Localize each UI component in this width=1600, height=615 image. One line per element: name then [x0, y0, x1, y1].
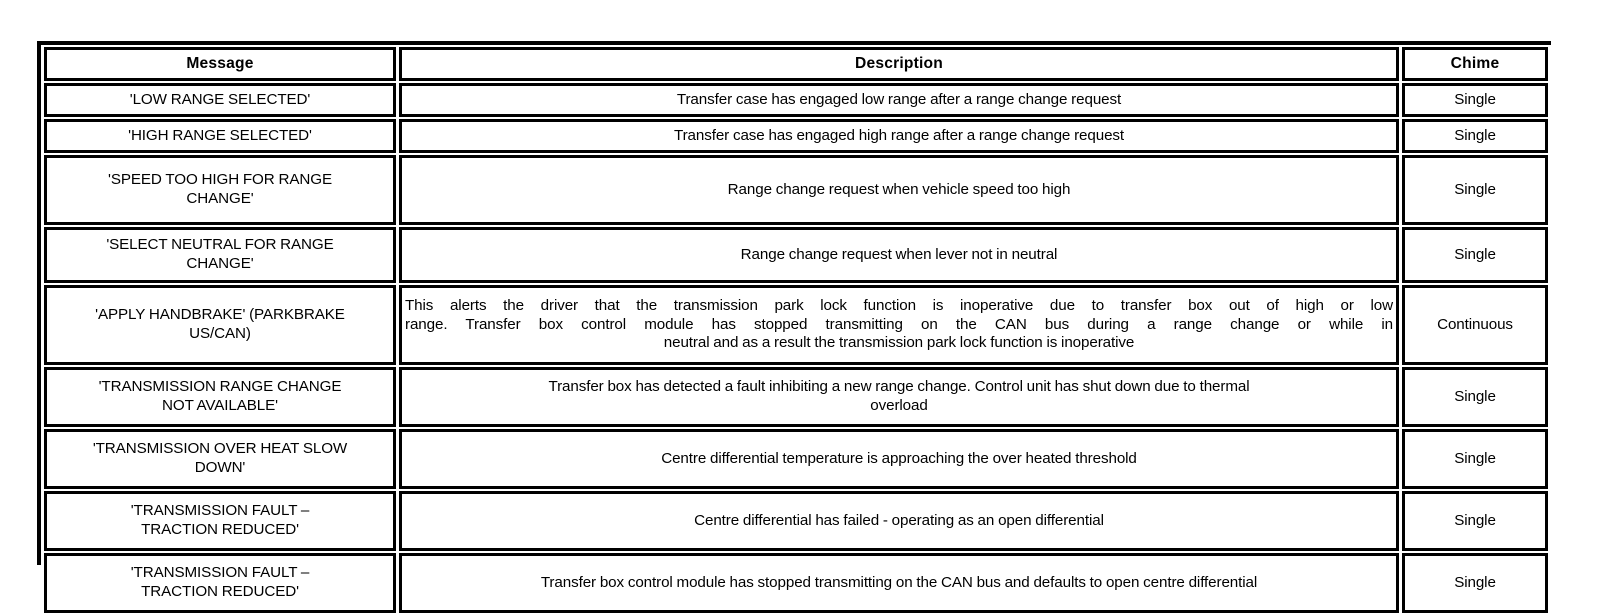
- cell-description: Transfer case has engaged low range afte…: [399, 83, 1399, 117]
- table-row: 'TRANSMISSION FAULT – TRACTION REDUCED' …: [44, 491, 1548, 551]
- cell-chime: Single: [1402, 367, 1548, 427]
- message-line: 'HIGH RANGE SELECTED': [128, 126, 312, 144]
- message-line: DOWN': [194, 459, 246, 476]
- table-row: 'APPLY HANDBRAKE' (PARKBRAKE US/CAN) Thi…: [44, 285, 1548, 365]
- message-line: 'LOW RANGE SELECTED': [129, 90, 311, 108]
- cell-description: Range change request when lever not in n…: [399, 227, 1399, 283]
- message-line: 'APPLY HANDBRAKE' (PARKBRAKE: [95, 306, 345, 324]
- cell-message: 'SPEED TOO HIGH FOR RANGE CHANGE': [44, 155, 396, 225]
- message-chime-table-frame: Message Description Chime 'LOW RANGE SEL…: [37, 41, 1551, 615]
- cell-description: Range change request when vehicle speed …: [399, 155, 1399, 225]
- cell-chime: Single: [1402, 553, 1548, 613]
- description-line: overload: [870, 397, 928, 414]
- table-row: 'HIGH RANGE SELECTED' Transfer case has …: [44, 119, 1548, 153]
- message-line: CHANGE': [186, 190, 254, 207]
- table-row: 'LOW RANGE SELECTED' Transfer case has e…: [44, 83, 1548, 117]
- cell-message: 'TRANSMISSION OVER HEAT SLOW DOWN': [44, 429, 396, 489]
- cell-message: 'SELECT NEUTRAL FOR RANGE CHANGE': [44, 227, 396, 283]
- cell-chime: Single: [1402, 429, 1548, 489]
- message-line: NOT AVAILABLE': [161, 397, 278, 414]
- description-line: This alerts the driver that the transmis…: [405, 297, 1393, 315]
- message-line: TRACTION REDUCED': [141, 521, 299, 538]
- table-header-row: Message Description Chime: [44, 47, 1548, 81]
- message-line: 'TRANSMISSION FAULT –: [130, 502, 310, 520]
- cell-description: Transfer case has engaged high range aft…: [399, 119, 1399, 153]
- column-header-message: Message: [44, 47, 396, 81]
- cell-message: 'APPLY HANDBRAKE' (PARKBRAKE US/CAN): [44, 285, 396, 365]
- cell-message: 'TRANSMISSION RANGE CHANGE NOT AVAILABLE…: [44, 367, 396, 427]
- cell-chime: Continuous: [1402, 285, 1548, 365]
- table-row: 'TRANSMISSION OVER HEAT SLOW DOWN' Centr…: [44, 429, 1548, 489]
- message-line: US/CAN): [189, 325, 251, 342]
- table-row: 'SPEED TOO HIGH FOR RANGE CHANGE' Range …: [44, 155, 1548, 225]
- cell-chime: Single: [1402, 155, 1548, 225]
- message-line: 'TRANSMISSION RANGE CHANGE: [98, 378, 342, 396]
- description-line: neutral and as a result the transmission…: [663, 334, 1135, 352]
- message-chime-table: Message Description Chime 'LOW RANGE SEL…: [41, 45, 1551, 615]
- cell-message: 'HIGH RANGE SELECTED': [44, 119, 396, 153]
- column-header-description: Description: [399, 47, 1399, 81]
- message-line: 'SELECT NEUTRAL FOR RANGE: [106, 236, 334, 254]
- message-line: 'TRANSMISSION FAULT –: [130, 564, 310, 582]
- message-line: 'TRANSMISSION OVER HEAT SLOW: [92, 440, 348, 458]
- table-row: 'TRANSMISSION RANGE CHANGE NOT AVAILABLE…: [44, 367, 1548, 427]
- cell-description: Transfer box control module has stopped …: [399, 553, 1399, 613]
- cell-chime: Single: [1402, 491, 1548, 551]
- cell-description: This alerts the driver that the transmis…: [399, 285, 1399, 365]
- message-line: TRACTION REDUCED': [141, 583, 299, 600]
- cell-description: Centre differential temperature is appro…: [399, 429, 1399, 489]
- table-row: 'SELECT NEUTRAL FOR RANGE CHANGE' Range …: [44, 227, 1548, 283]
- table-row: 'TRANSMISSION FAULT – TRACTION REDUCED' …: [44, 553, 1548, 613]
- description-line: range. Transfer box control module has s…: [405, 315, 1393, 333]
- cell-message: 'TRANSMISSION FAULT – TRACTION REDUCED': [44, 553, 396, 613]
- cell-description: Transfer box has detected a fault inhibi…: [399, 367, 1399, 427]
- cell-chime: Single: [1402, 83, 1548, 117]
- description-line: Transfer box has detected a fault inhibi…: [548, 378, 1250, 396]
- message-line: 'SPEED TOO HIGH FOR RANGE: [108, 171, 332, 189]
- cell-chime: Single: [1402, 119, 1548, 153]
- cell-message: 'TRANSMISSION FAULT – TRACTION REDUCED': [44, 491, 396, 551]
- cell-message: 'LOW RANGE SELECTED': [44, 83, 396, 117]
- cell-description: Centre differential has failed - operati…: [399, 491, 1399, 551]
- cell-chime: Single: [1402, 227, 1548, 283]
- column-header-chime: Chime: [1402, 47, 1548, 81]
- message-line: CHANGE': [186, 255, 254, 272]
